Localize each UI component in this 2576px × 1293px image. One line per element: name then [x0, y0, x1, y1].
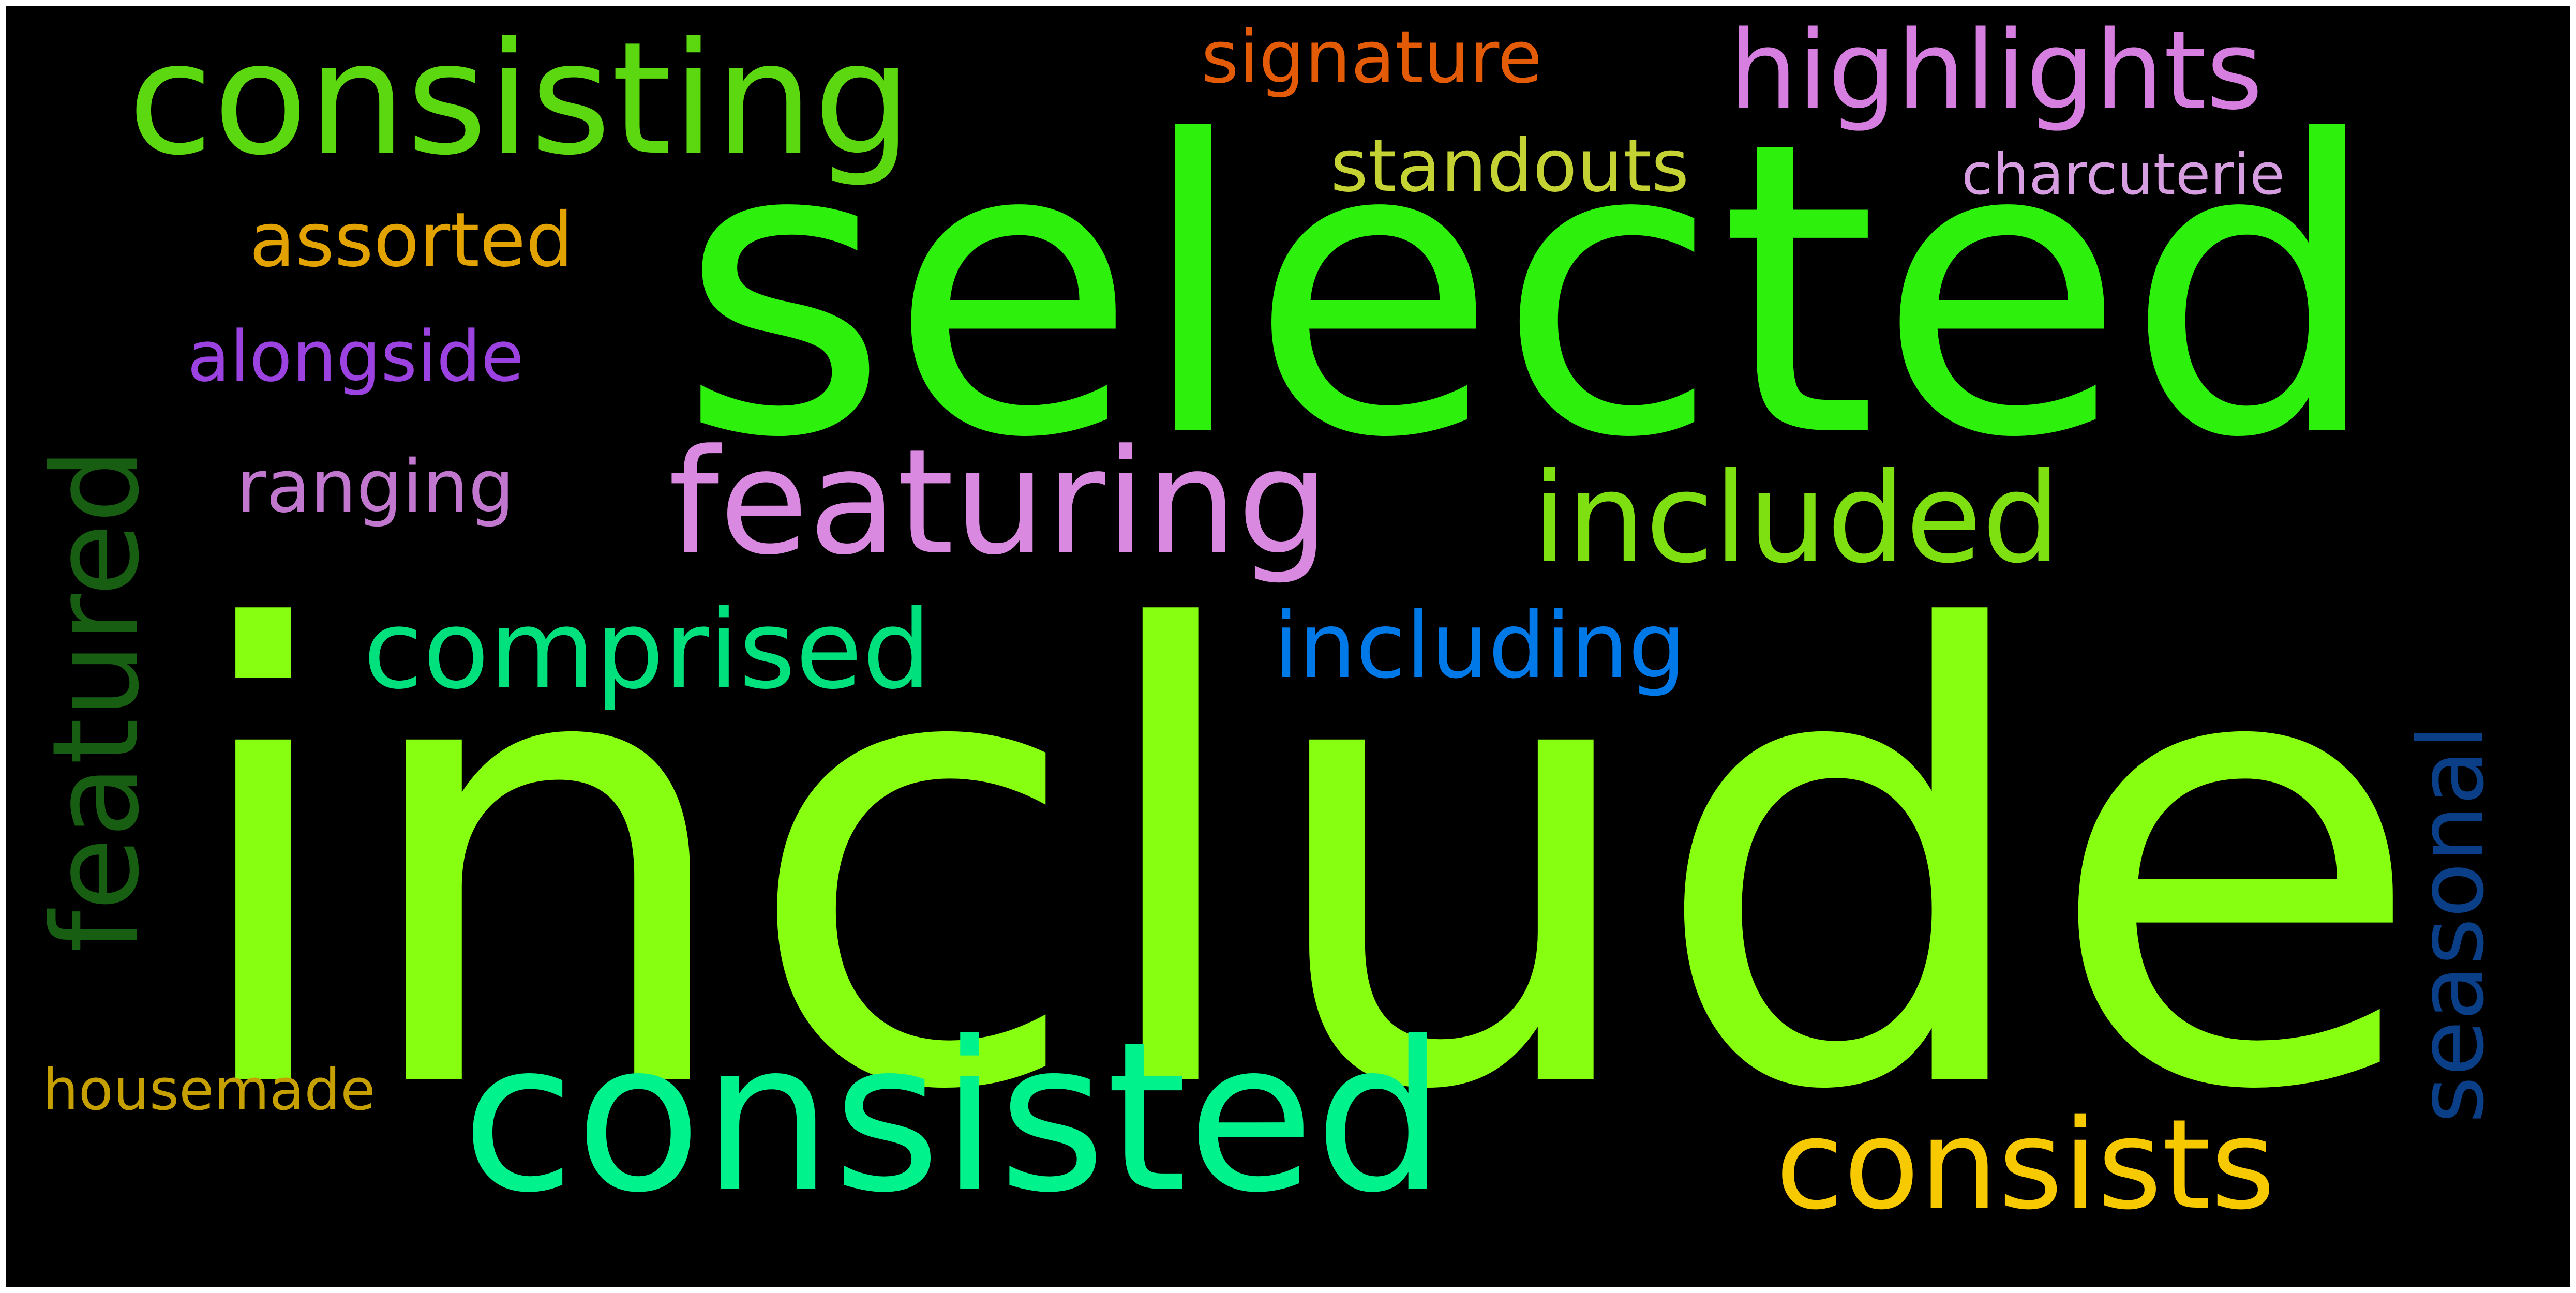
word-assorted: assorted — [249, 197, 574, 284]
word-consisting: consisting — [128, 9, 912, 189]
word-consists: consists — [1775, 1092, 2275, 1237]
word-cloud: include selected consisted consisting fe… — [6, 6, 2570, 1287]
word-charcuterie: charcuterie — [1961, 141, 2285, 207]
word-alongside: alongside — [187, 316, 524, 397]
word-including: including — [1274, 594, 1686, 699]
word-include: include — [177, 503, 2426, 1226]
word-signature: signature — [1201, 16, 1542, 100]
word-included: included — [1532, 446, 2061, 591]
word-highlights: highlights — [1729, 7, 2263, 134]
word-comprised: comprised — [363, 587, 932, 713]
word-selected: selected — [679, 56, 2382, 525]
word-consisted: consisted — [461, 998, 1446, 1238]
word-featured: featured — [27, 447, 166, 953]
word-ranging: ranging — [236, 445, 515, 529]
word-housemade: housemade — [42, 1057, 376, 1123]
word-featuring: featuring — [668, 418, 1329, 587]
word-standouts: standouts — [1330, 124, 1689, 208]
word-seasonal: seasonal — [2399, 724, 2504, 1123]
